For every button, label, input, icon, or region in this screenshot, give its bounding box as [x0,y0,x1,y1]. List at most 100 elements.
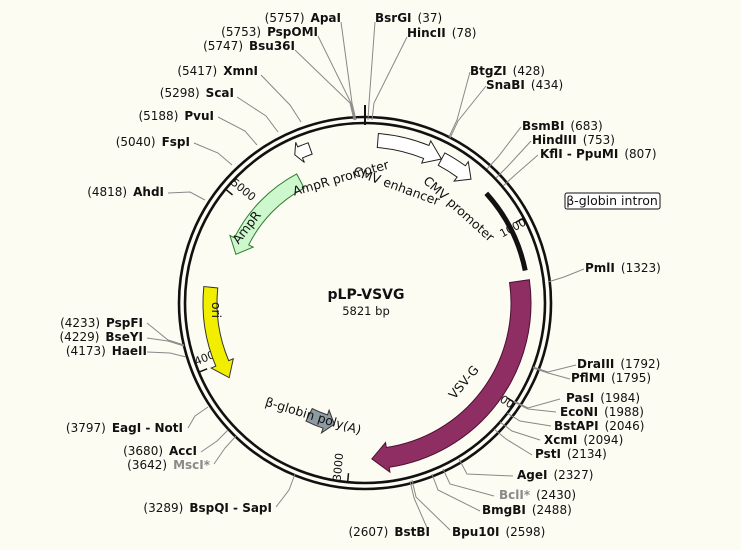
site-bcli[interactable]: BclI*(2430) [499,488,576,502]
site-haeii[interactable]: (4173)HaeII [66,344,147,358]
plasmid-name: pLP-VSVG [328,287,405,303]
site-psti-pos: (2134) [567,447,607,461]
leader-apai [340,21,357,121]
site-xcmi[interactable]: XcmI(2094) [544,433,623,447]
site-bseyi[interactable]: (4229)BseYI [60,330,144,344]
site-bsmbi[interactable]: BsmBI(683) [522,119,603,133]
site-bsmbi-name: BsmBI [522,119,564,133]
site-xmni[interactable]: (5417)XmnI [177,64,258,78]
leader-pspomi [317,35,356,121]
site-btgzi[interactable]: BtgZI(428) [470,64,545,78]
leader-pmli [547,268,585,283]
leader-bcli [442,468,495,497]
site-econi[interactable]: EcoNI(1988) [560,405,644,419]
site-pasi-pos: (1984) [600,391,640,405]
site-pspomi-name: PspOMI [267,25,318,39]
tick-3000 [346,473,350,483]
site-hincii-name: HincII [407,26,446,40]
site-pspfi[interactable]: (4233)PspFI [60,316,143,330]
site-pflmi-pos: (1795) [611,371,651,385]
site-hincii[interactable]: HincII(78) [407,26,476,40]
site-snabi[interactable]: SnaBI(434) [486,78,563,92]
site-bpu10i[interactable]: Bpu10I(2598) [452,525,545,539]
site-scai[interactable]: (5298) ScaI [160,86,234,100]
leader-pspfi [146,322,185,346]
site-msci[interactable]: (3642)MscI* [127,458,211,472]
site-bstbi[interactable]: (2607)BstBI [348,525,430,539]
leader-snabi [449,85,487,139]
site-bpu10i-pos: (2598) [505,525,545,539]
site-draiii-pos: (1792) [620,357,660,371]
site-scai-name: ScaI [206,86,234,100]
feature-label-beta-globin-intron: β-globin intron [566,193,658,208]
feature-ampr[interactable] [229,173,305,255]
site-bsu36i[interactable]: (5747)Bsu36I [203,39,295,53]
site-bsrgi[interactable]: BsrGI(37) [375,11,442,25]
tick-2000 [506,397,516,404]
site-psti[interactable]: PstI(2134) [535,447,607,461]
feature-cmv-promoter[interactable] [437,152,472,182]
site-pflmi[interactable]: PflMI (1795) [571,371,651,385]
site-bstapi-pos: (2046) [605,419,645,433]
site-pspomi[interactable]: (5753)PspOMI [221,25,318,39]
site-bstapi[interactable]: BstAPI(2046) [554,419,644,433]
site-draiii-name: DraIII [577,357,614,371]
site-bmgbi-pos: (2488) [532,503,572,517]
site-acci[interactable]: (3680)AccI [123,444,197,458]
leader-scai [236,96,279,133]
site-scai-pos: (5298) [160,86,200,100]
leader-bsu36i [294,49,355,121]
site-pvui[interactable]: (5188) PvuI [138,109,214,123]
leader-eagi [187,406,209,429]
leader-bsmbi [486,126,522,170]
site-bspqi-sapi-pos: (3289) [143,501,183,515]
site-hindiii-pos: (753) [583,133,615,147]
leader-bpu10i [411,479,451,531]
feature-ori[interactable] [202,285,234,379]
tick-label-5000: 5000 [228,176,258,204]
feature-beta-globin-intron[interactable] [484,191,528,272]
leader-pflmi [532,367,571,380]
feature-ampr-promoter[interactable] [294,142,313,163]
site-ahdi[interactable]: (4818)AhdI [87,185,164,199]
site-acci-pos: (3680) [123,444,163,458]
site-hindiii[interactable]: HindIII(753) [532,133,615,147]
leader-xmni [260,74,302,123]
feature-vsv-g[interactable] [371,279,532,474]
leader-bsrgi [367,21,376,121]
site-pvui-pos: (5188) [138,109,178,123]
site-pmli[interactable]: PmlI(1323) [585,261,661,275]
site-pasi[interactable]: PasI(1984) [566,391,640,405]
site-xcmi-pos: (2094) [583,433,623,447]
site-bmgbi[interactable]: BmgBI(2488) [482,503,572,517]
site-pvui-name: PvuI [184,109,214,123]
site-xmni-name: XmnI [223,64,258,78]
site-snabi-name: SnaBI [486,78,525,92]
site-pflmi-name: PflMI [571,371,605,385]
site-ahdi-pos: (4818) [87,185,127,199]
site-agei[interactable]: AgeI(2327) [517,468,593,482]
site-eagi-noti[interactable]: (3797)EagI - NotI [66,421,183,435]
tick-label-3000: 3000 [331,452,347,481]
site-draiii[interactable]: DraIII (1792) [577,357,660,371]
site-apai[interactable]: (5757)ApaI [265,11,341,25]
site-agei-pos: (2327) [553,468,593,482]
site-bstbi-pos: (2607) [348,525,388,539]
site-bspqi-sapi-name: BspQI - SapI [189,501,272,515]
site-fspi[interactable]: (5040)FspI [116,135,190,149]
feature-beta-globin-polya[interactable] [305,407,335,435]
leader-agei [458,458,514,477]
site-bseyi-name: BseYI [105,330,143,344]
site-kfli-ppumi[interactable]: KflI - PpuMI(807) [540,147,657,161]
tick-4000 [198,368,208,373]
leader-fspi [193,142,233,166]
feature-label-beta-globin-polya: β-globin poly(A) [263,394,363,437]
site-bspqi-sapi[interactable]: (3289) BspQI - SapI [143,501,272,515]
leader-pvui [217,116,258,146]
feature-cmv-enhancer[interactable] [376,132,443,164]
site-haeii-name: HaeII [112,344,147,358]
site-msci-name: MscI* [173,458,211,472]
leader-bstapi [506,412,552,427]
site-leader-lines [146,21,585,531]
feature-label-beta-globin-intron-box: β-globin intron [564,192,661,210]
